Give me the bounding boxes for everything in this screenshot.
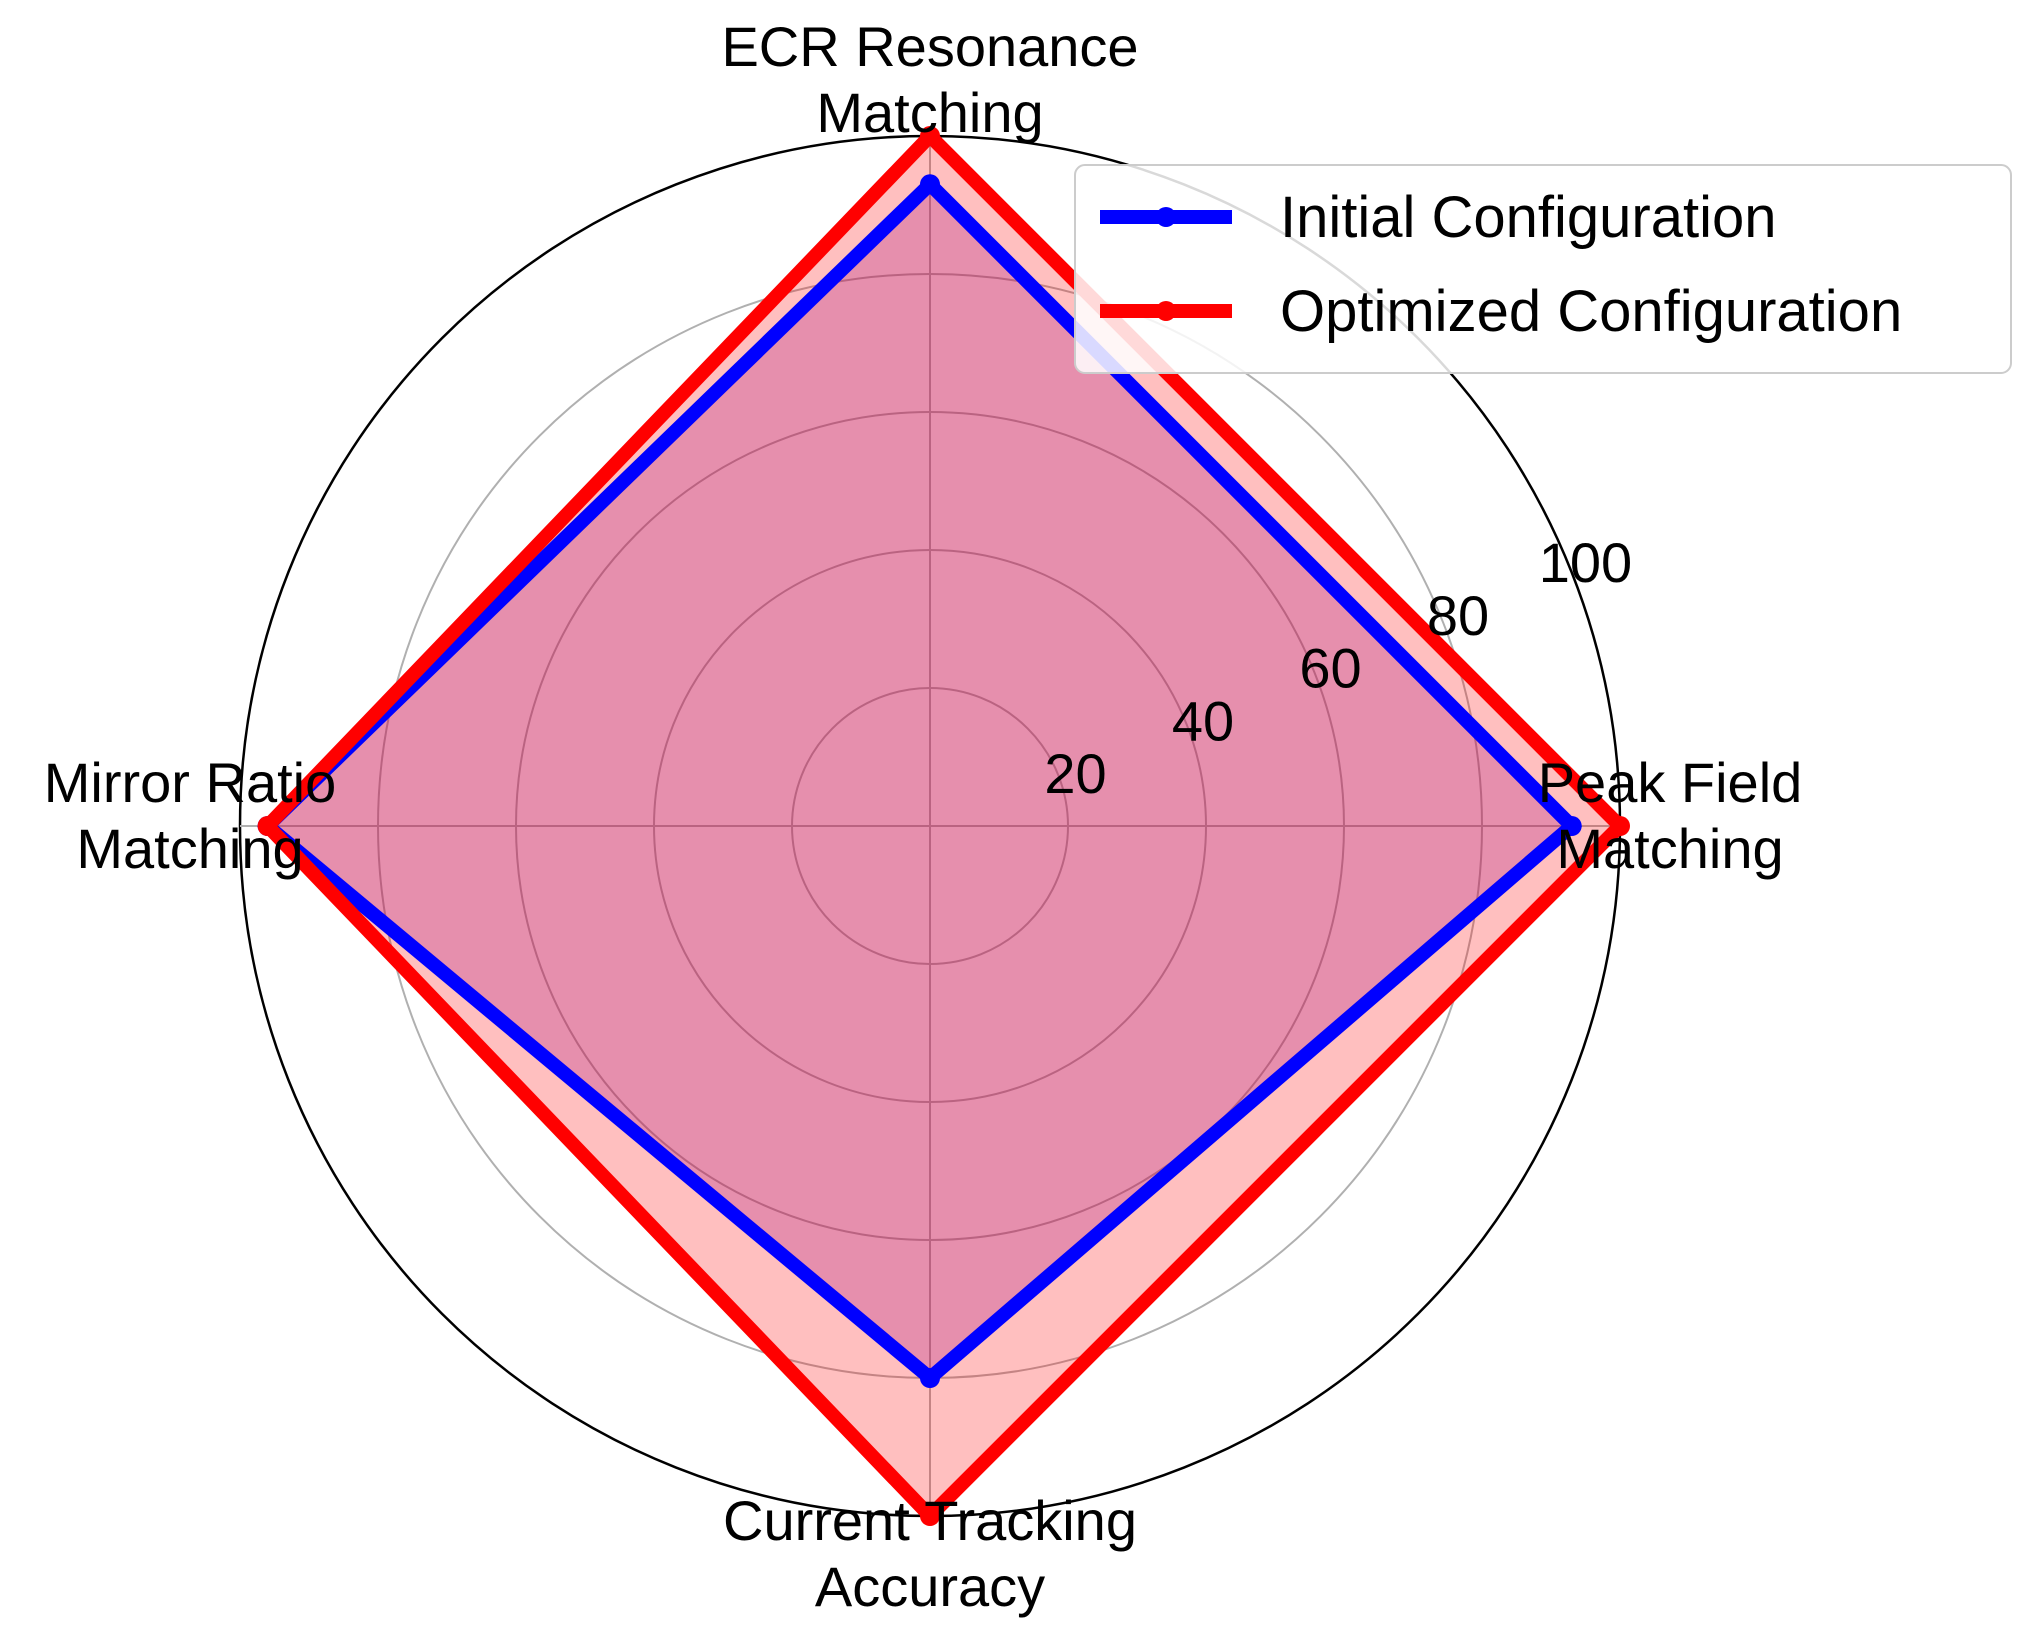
radial-tick-label: 80 (1427, 584, 1489, 647)
series-point-0-2 (920, 1368, 940, 1388)
radial-tick-label: 40 (1172, 689, 1234, 752)
legend-marker (1156, 207, 1176, 227)
series-fill-0 (267, 184, 1572, 1378)
legend-box (1074, 164, 2012, 374)
series-point-0-0 (920, 174, 940, 195)
radar-spokes (240, 136, 1620, 1516)
radial-tick-label: 100 (1539, 531, 1632, 594)
series-point-1-3 (257, 816, 278, 836)
series-point-1-0 (920, 126, 940, 146)
legend-label: Initial Configuration (1280, 185, 1777, 250)
legend-marker (1156, 301, 1176, 321)
radial-tick-labels: 20 40 60 80 100 (1044, 531, 1632, 805)
legend-label: Optimized Configuration (1280, 279, 1902, 344)
series-point-1-2 (920, 1506, 940, 1526)
radar-series (257, 125, 1630, 1527)
radial-tick-label: 60 (1299, 637, 1361, 700)
radial-tick-label: 20 (1044, 742, 1106, 805)
series-point-1-1 (1610, 816, 1630, 836)
series-point-0-1 (1561, 816, 1582, 836)
